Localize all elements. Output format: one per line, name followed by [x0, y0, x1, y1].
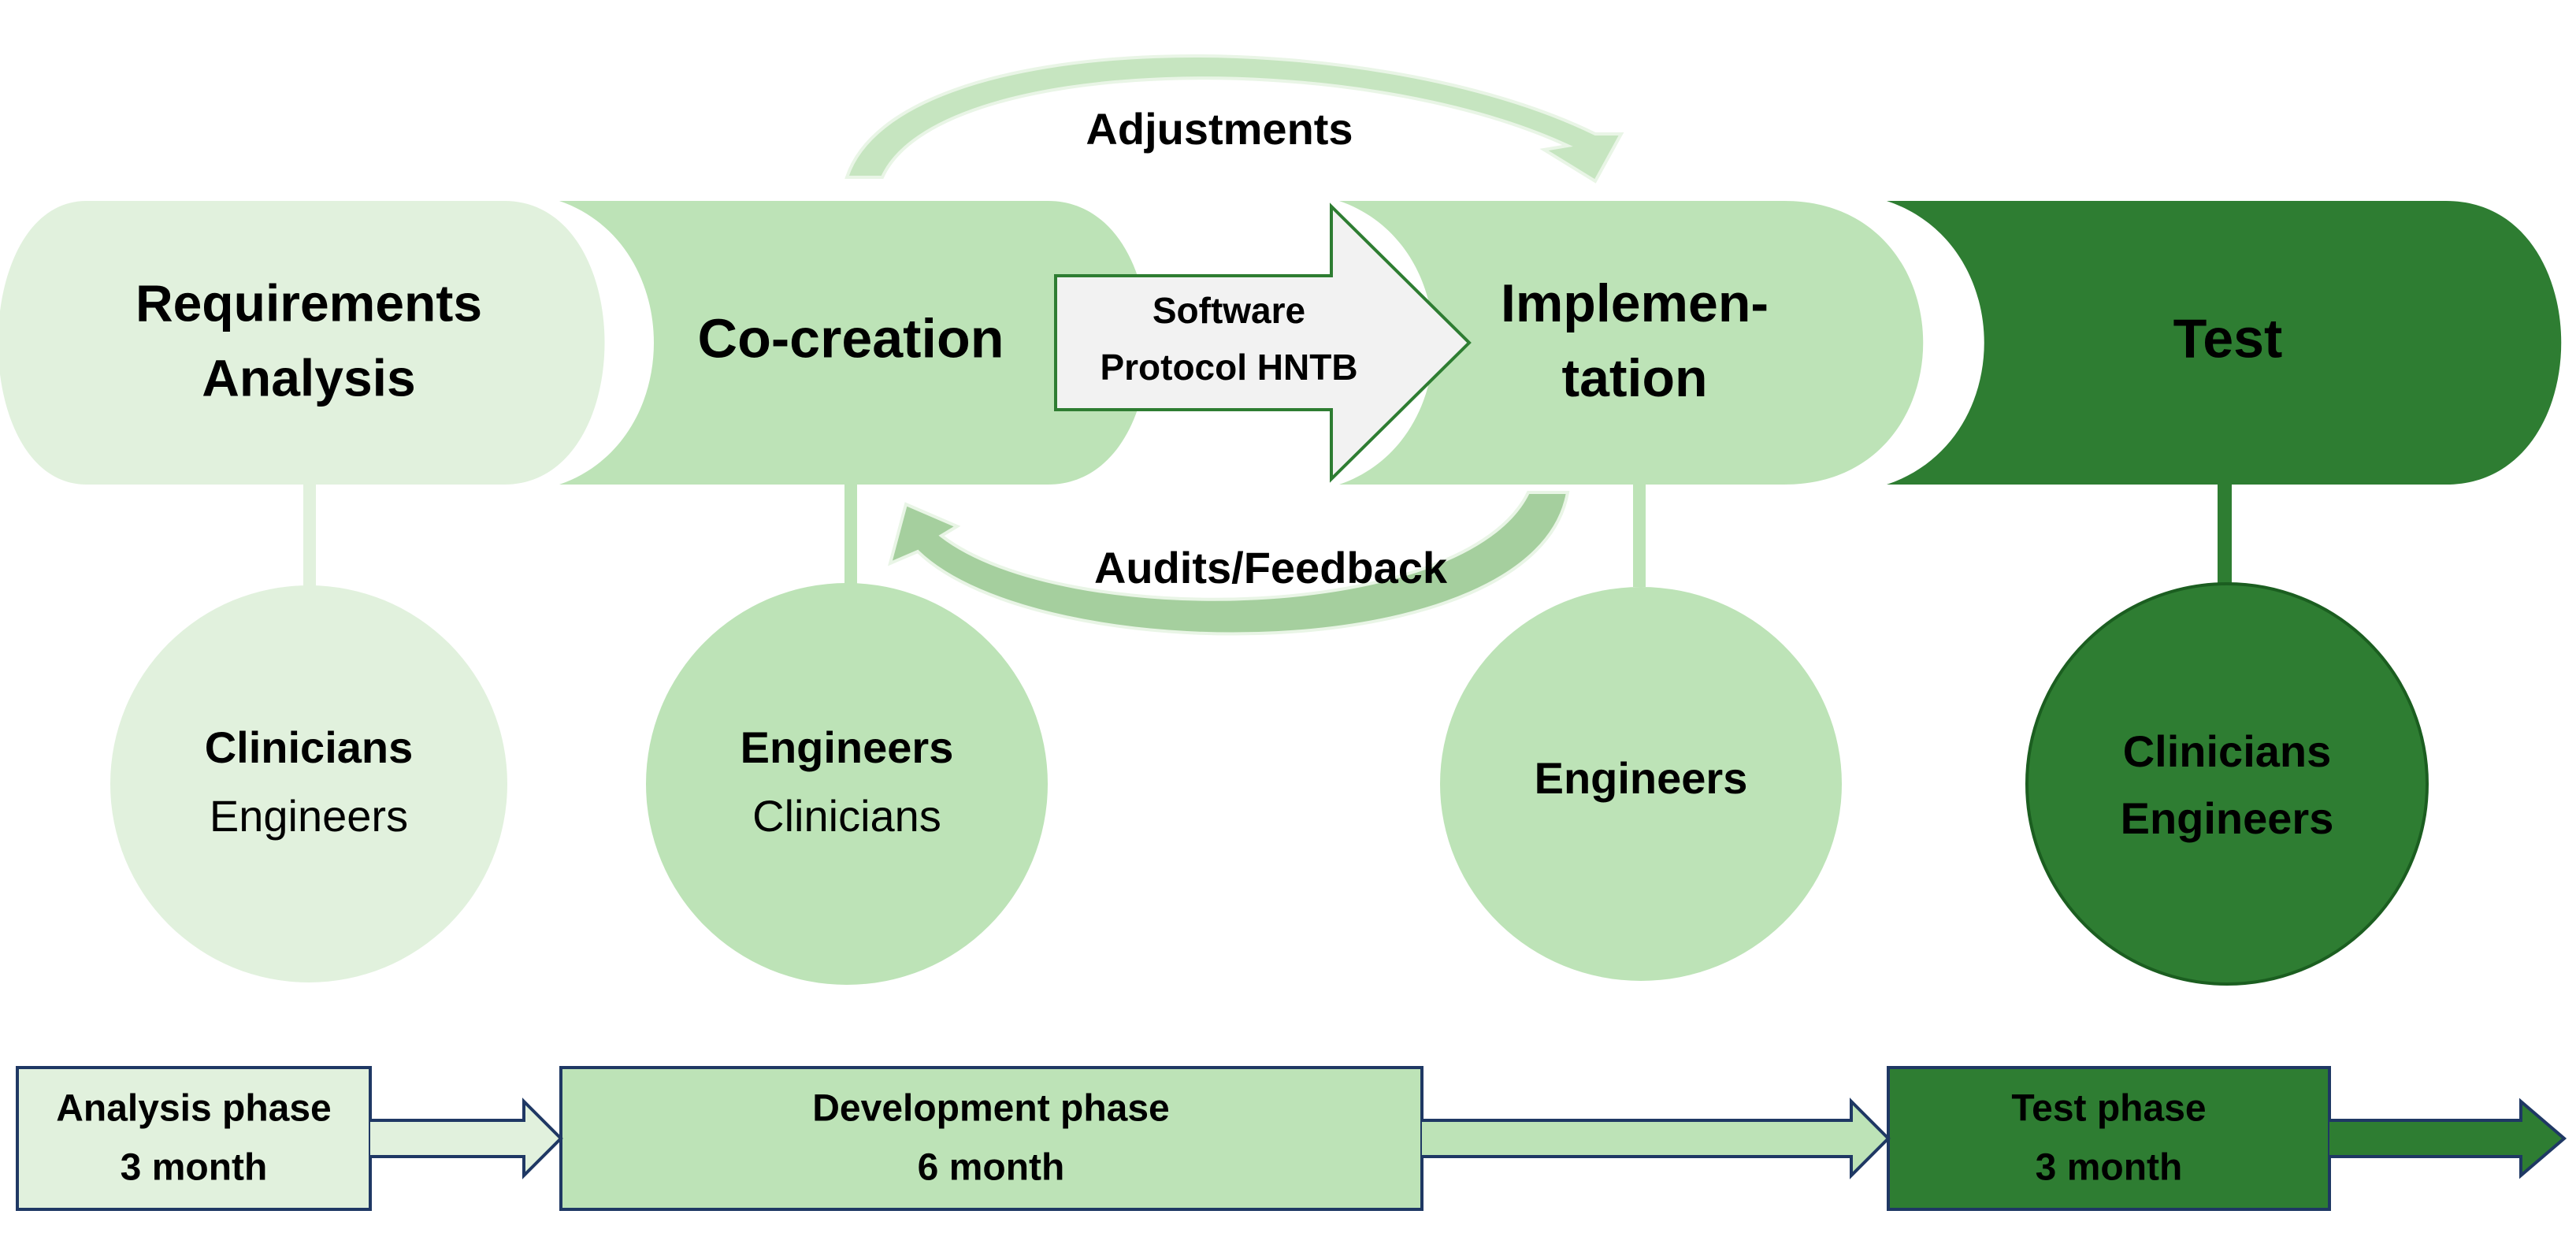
timeline-1-duration: 3 month — [121, 1147, 268, 1189]
timeline-3-name: Test phase — [2011, 1088, 2206, 1130]
audits-feedback-label: Audits/Feedback — [1094, 543, 1448, 592]
stage-test — [1887, 201, 2562, 485]
stage-3-title-line-1: Implemen- — [1501, 273, 1769, 333]
stage-1-title-line-2: Analysis — [202, 348, 415, 407]
stage-4-title: Test — [2173, 307, 2283, 369]
role-circle-1 — [110, 585, 507, 982]
stage-requirements-analysis — [0, 201, 605, 485]
adjustments-loop-arrow — [844, 54, 1624, 184]
role-1-primary: Clinicians — [205, 722, 414, 772]
stage-3-title-line-2: tation — [1561, 348, 1707, 408]
timeline-2-name: Development phase — [812, 1088, 1169, 1130]
timeline-2-duration: 6 month — [918, 1147, 1065, 1189]
adjustments-label: Adjustments — [1086, 104, 1353, 154]
role-circle-2 — [646, 583, 1048, 985]
role-2-secondary: Clinicians — [752, 791, 941, 841]
software-label-line-2: Protocol HNTB — [1100, 347, 1357, 388]
role-circle-3 — [1440, 587, 1842, 981]
timeline-box-test — [1887, 1066, 2331, 1211]
connector-stem-4 — [2218, 485, 2232, 587]
audits-feedback-loop-arrow — [888, 491, 1570, 636]
role-3-primary: Engineers — [1535, 753, 1748, 803]
role-4-secondary: Engineers — [2121, 793, 2334, 843]
software-protocol-arrow — [1054, 202, 1472, 483]
timeline-1-name: Analysis phase — [56, 1088, 332, 1130]
timeline-arrow-2 — [1422, 1097, 1891, 1179]
role-4-primary: Clinicians — [2123, 726, 2332, 776]
role-circle-4 — [2025, 582, 2429, 986]
timeline-box-development — [559, 1066, 1423, 1211]
stage-2-title: Co-creation — [698, 307, 1004, 369]
connector-stem-3 — [1633, 485, 1646, 587]
role-2-primary: Engineers — [741, 722, 954, 772]
software-label-line-1: Software — [1153, 290, 1305, 331]
connector-stem-1 — [303, 485, 316, 587]
stage-co-creation — [559, 201, 1149, 485]
timeline-arrow-1 — [370, 1097, 563, 1179]
timeline-box-analysis — [16, 1066, 372, 1211]
stage-implementation — [1339, 201, 1924, 485]
role-1-secondary: Engineers — [210, 791, 408, 841]
timeline-arrow-3 — [2329, 1097, 2567, 1179]
timeline-3-duration: 3 month — [2036, 1147, 2183, 1189]
stage-1-title-line-1: Requirements — [135, 273, 482, 332]
connector-stem-2 — [844, 485, 857, 587]
